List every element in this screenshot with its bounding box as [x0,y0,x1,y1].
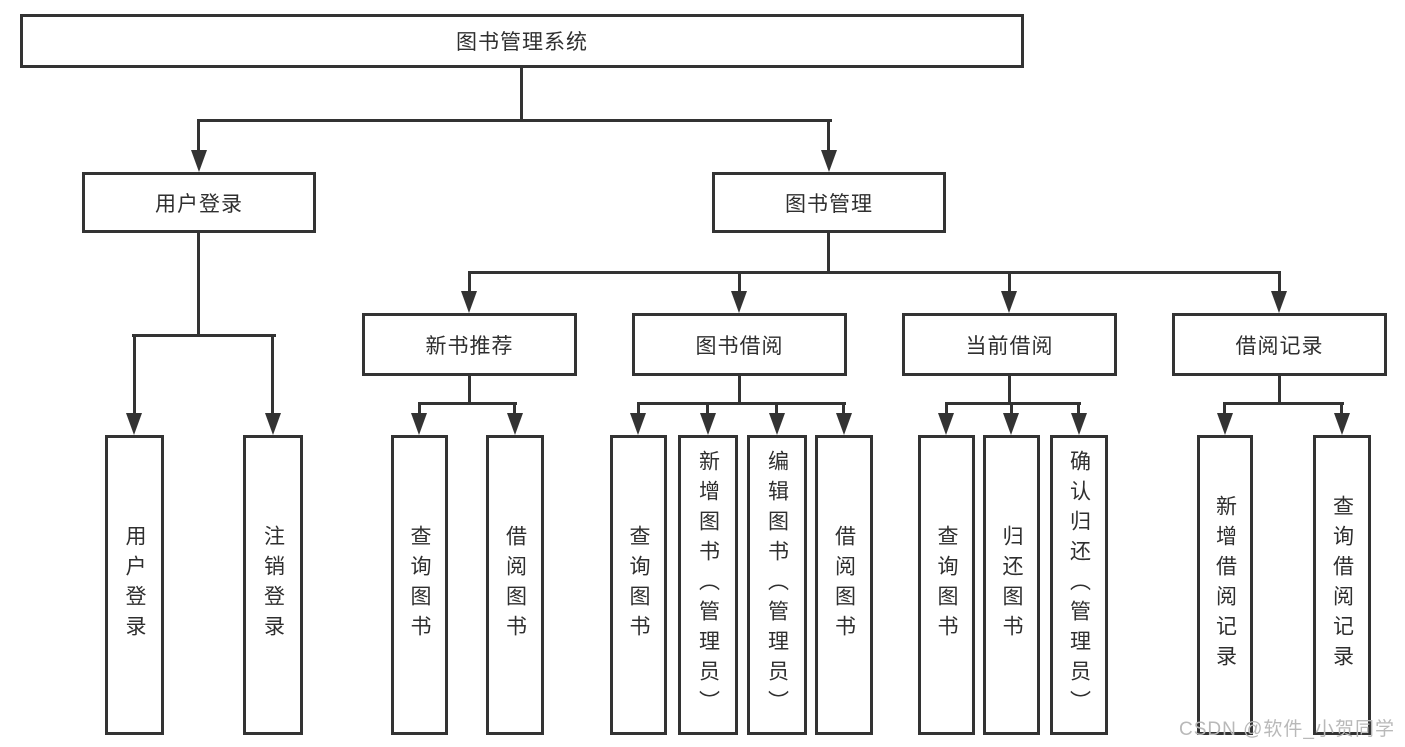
leaf-logout: 注销登录 [243,435,303,735]
leaf-query-books-2: 查询图书 [610,435,667,735]
leaf-label: 借阅图书 [832,525,856,645]
arrow-down-icon [1001,291,1017,313]
connector-line [1008,376,1011,405]
leaf-query-books-3: 查询图书 [918,435,975,735]
leaf-borrow-books-2: 借阅图书 [815,435,873,735]
leaf-user-login: 用户登录 [105,435,164,735]
connector-line [842,402,845,416]
connector-line [738,271,741,294]
node-label: 图书管理 [785,192,873,216]
leaf-add-books-admin: 新增图书（管理员） [678,435,738,735]
arrow-down-icon [769,413,785,435]
leaf-query-books-1: 查询图书 [391,435,448,735]
arrow-down-icon [731,291,747,313]
leaf-edit-books-admin: 编辑图书（管理员） [747,435,807,735]
arrow-down-icon [461,291,477,313]
csdn-watermark: CSDN @软件_小贺同学 [1179,719,1395,740]
leaf-label: 查询图书 [408,525,431,645]
arrow-down-icon [821,150,837,172]
connector-line [513,402,516,416]
connector-line [1278,271,1281,294]
node-current-borrowing: 当前借阅 [902,313,1117,376]
connector-line [738,376,741,405]
connector-line [1340,402,1343,416]
leaf-label: 确认归还（管理员） [1067,450,1091,720]
connector-line [827,233,830,274]
connector-line [468,376,471,405]
connector-line [271,334,274,415]
connector-line [418,402,421,416]
connector-line [197,119,200,152]
arrow-down-icon [1071,413,1087,435]
connector-line [1223,402,1226,416]
leaf-label: 归还图书 [1000,525,1023,645]
node-label: 图书管理系统 [456,31,588,54]
node-label: 图书借阅 [695,334,784,358]
connector-line [945,402,948,416]
leaf-borrow-books-1: 借阅图书 [486,435,544,735]
arrow-down-icon [700,413,716,435]
node-label: 借阅记录 [1235,334,1324,358]
connector-line [1077,402,1080,416]
arrow-down-icon [1271,291,1287,313]
connector-line [637,402,640,416]
node-user-login: 用户登录 [82,172,316,233]
connector-line [197,119,832,122]
connector-line [1010,402,1013,416]
connector-line [418,402,517,405]
leaf-query-borrow-record: 查询借阅记录 [1313,435,1371,735]
arrow-down-icon [191,150,207,172]
connector-line [706,402,709,416]
arrow-down-icon [1003,413,1019,435]
leaf-label: 编辑图书（管理员） [765,450,789,720]
node-label: 当前借阅 [965,334,1054,358]
connector-line [775,402,778,416]
leaf-label: 注销登录 [261,525,285,645]
leaf-label: 新增借阅记录 [1213,495,1237,675]
connector-line [468,271,471,294]
leaf-label: 新增图书（管理员） [696,450,720,720]
connector-line [520,68,523,122]
connector-line [1278,376,1281,405]
connector-line [827,119,830,152]
leaf-add-borrow-record: 新增借阅记录 [1197,435,1253,735]
connector-line [1008,271,1011,294]
arrow-down-icon [507,413,523,435]
node-book-borrowing: 图书借阅 [632,313,847,376]
arrow-down-icon [126,413,142,435]
leaf-label: 用户登录 [123,525,146,645]
arrow-down-icon [938,413,954,435]
connector-line [468,271,1281,274]
leaf-return-books: 归还图书 [983,435,1040,735]
arrow-down-icon [1217,413,1233,435]
node-label: 用户登录 [155,192,243,216]
leaf-label: 借阅图书 [503,525,527,645]
node-borrowing-records: 借阅记录 [1172,313,1387,376]
connector-line [945,402,1081,405]
node-library-management-system: 图书管理系统 [20,14,1024,68]
node-new-book-recommendation: 新书推荐 [362,313,577,376]
arrow-down-icon [1334,413,1350,435]
connector-line [132,334,276,337]
node-label: 新书推荐 [425,334,514,358]
leaf-label: 查询图书 [935,525,958,645]
leaf-confirm-return-admin: 确认归还（管理员） [1050,435,1108,735]
connector-line [637,402,846,405]
arrow-down-icon [836,413,852,435]
connector-line [1223,402,1344,405]
connector-line [197,233,200,336]
node-book-management: 图书管理 [712,172,946,233]
leaf-label: 查询借阅记录 [1330,495,1354,675]
connector-line [133,334,136,415]
leaf-label: 查询图书 [627,525,650,645]
arrow-down-icon [411,413,427,435]
arrow-down-icon [265,413,281,435]
arrow-down-icon [630,413,646,435]
